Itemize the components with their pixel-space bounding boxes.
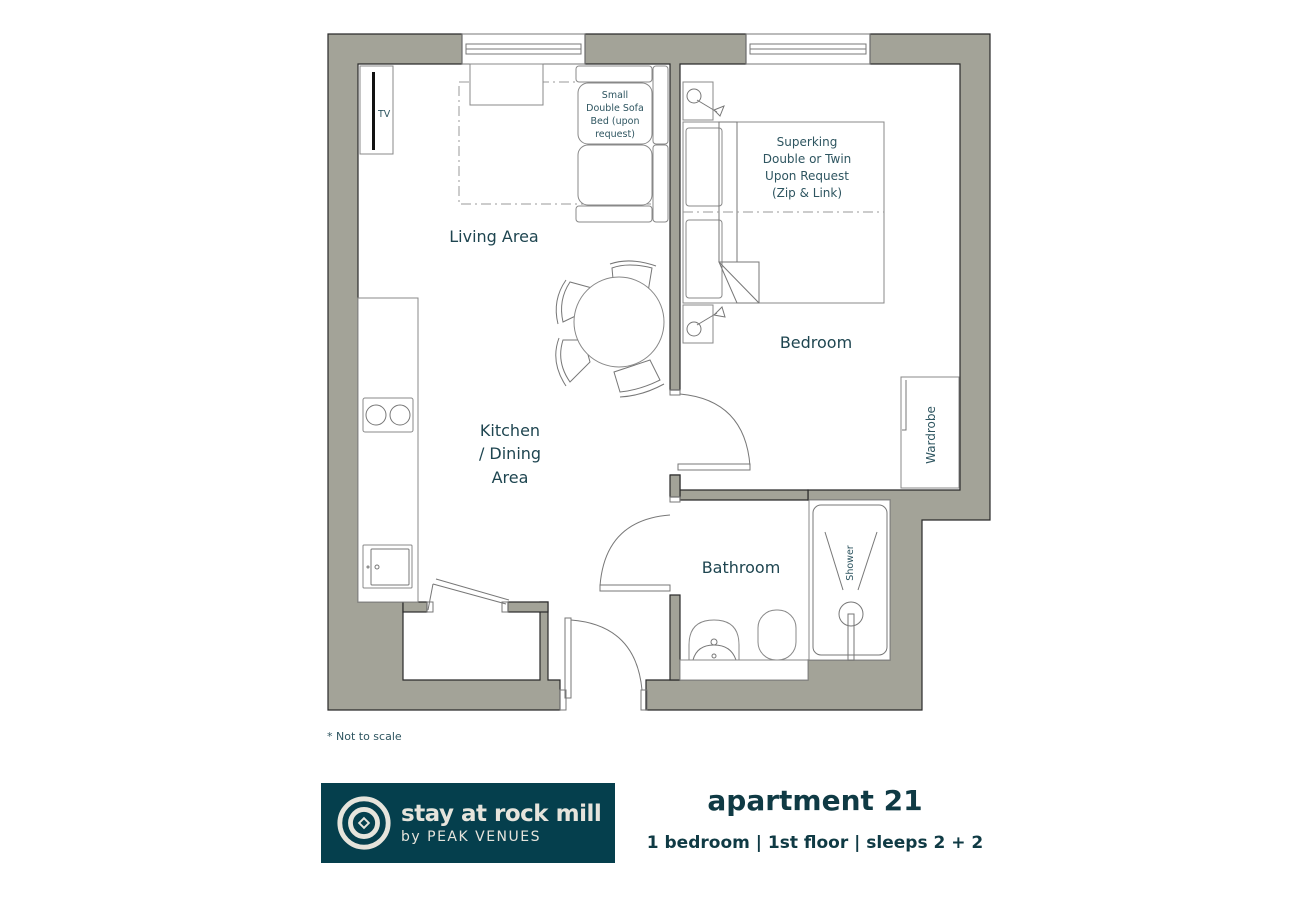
sofa-bed: Small Double Sofa Bed (upon request): [575, 65, 669, 223]
svg-text:(Zip & Link): (Zip & Link): [772, 186, 842, 200]
label-living-area: Living Area: [449, 227, 538, 246]
label-kitchen-2: / Dining: [479, 444, 541, 463]
bed: Superking Double or Twin Upon Request (Z…: [682, 121, 885, 304]
apartment-title: apartment 21: [707, 784, 923, 817]
svg-text:Shower: Shower: [845, 545, 856, 580]
brand-logo: stay at rock mill by PEAK VENUES: [321, 783, 615, 863]
bedside-table-top: [682, 81, 725, 121]
floor-plan: TV Small Double Sofa Bed (upon request): [327, 33, 991, 711]
washbasin: [679, 619, 809, 681]
svg-text:Wardrobe: Wardrobe: [924, 406, 938, 464]
label-kitchen-1: Kitchen: [480, 421, 540, 440]
concentric-circles-diamond-icon: [337, 796, 391, 850]
coffee-table: [469, 63, 544, 106]
svg-text:Upon Request: Upon Request: [765, 169, 849, 183]
bathroom-door: [599, 496, 681, 592]
wardrobe: Wardrobe: [900, 376, 960, 489]
label-bathroom: Bathroom: [702, 558, 781, 577]
svg-text:Small: Small: [602, 90, 628, 101]
svg-text:request): request): [595, 129, 635, 140]
label-bedroom: Bedroom: [780, 333, 852, 352]
dining-table: [555, 260, 665, 398]
brand-title: stay at rock mill: [401, 801, 602, 827]
bathtub-shower: Shower: [808, 499, 891, 661]
tv-unit: TV: [359, 65, 394, 155]
svg-text:Bed (upon: Bed (upon: [590, 116, 639, 127]
brand-subtitle: by PEAK VENUES: [401, 829, 541, 845]
bedside-table-bottom: [682, 304, 726, 344]
entrance-door: [559, 617, 648, 711]
tv-label: TV: [377, 109, 391, 120]
label-kitchen-3: Area: [492, 468, 529, 487]
not-to-scale-note: * Not to scale: [327, 730, 402, 743]
svg-text:Superking: Superking: [777, 135, 838, 149]
kitchen-counter: [357, 297, 419, 603]
svg-text:Double or Twin: Double or Twin: [763, 152, 852, 166]
svg-text:Double Sofa: Double Sofa: [586, 103, 644, 114]
bedroom-door: [669, 389, 751, 471]
toilet: [757, 609, 797, 661]
apartment-details: 1 bedroom | 1st floor | sleeps 2 + 2: [646, 833, 984, 853]
balcony-door: [426, 578, 510, 613]
